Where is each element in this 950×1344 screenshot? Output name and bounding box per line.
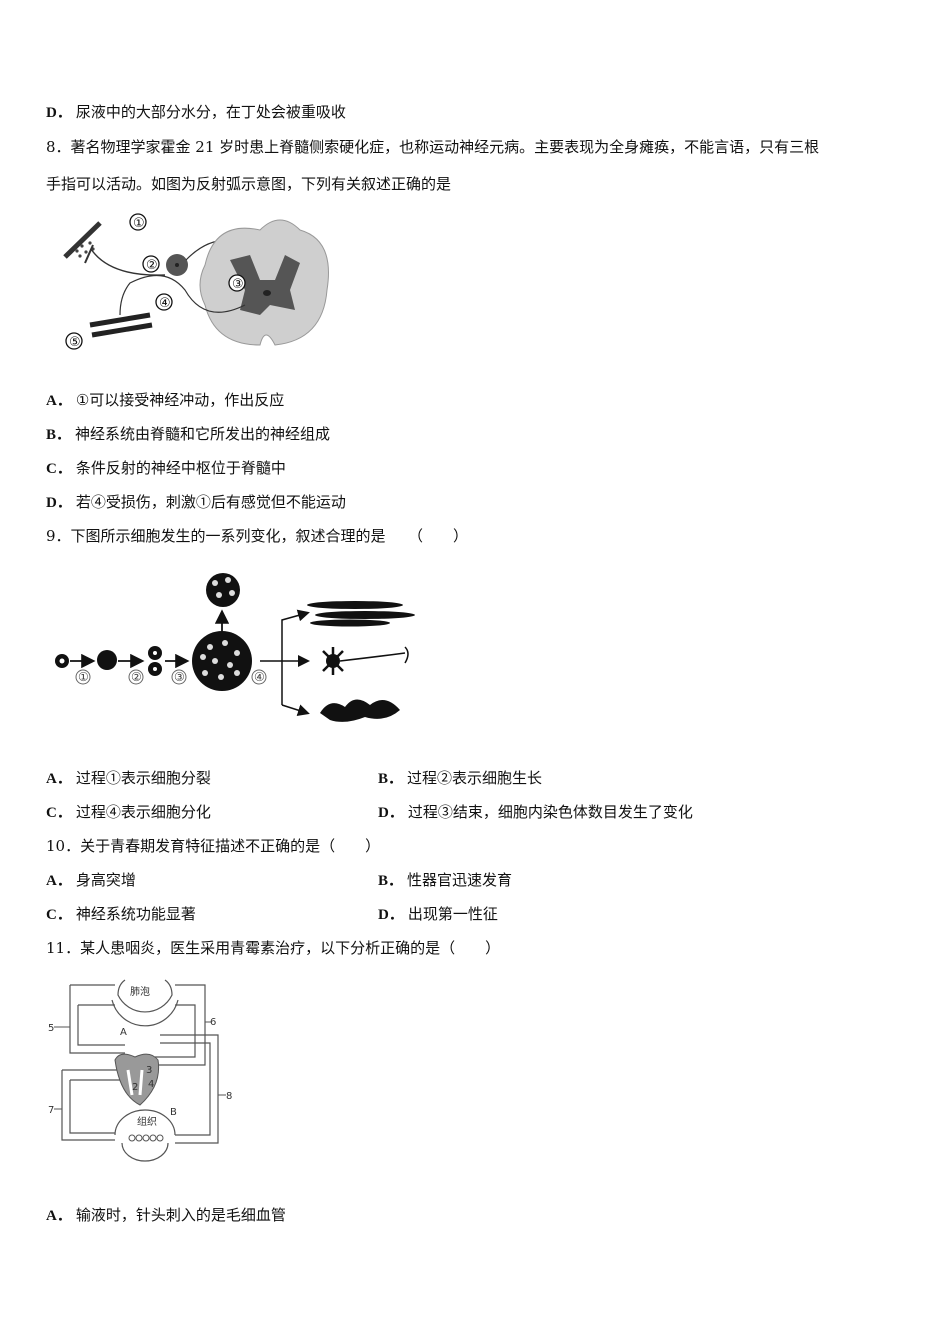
reflex-arc-figure: ① ② ③ ④ ⑤ <box>55 205 335 365</box>
label-B: B <box>170 1107 177 1118</box>
label-5: 5 <box>48 1023 54 1034</box>
q8-stem-line1: 8．著名物理学家霍金 21 岁时患上脊髓侧索硬化症，也称运动神经元病。主要表现为… <box>46 138 820 156</box>
label-7: 7 <box>48 1105 54 1116</box>
q10-option-b: B．性器官迅速发育 <box>378 871 513 889</box>
q9-option-a: A．过程①表示细胞分裂 <box>46 769 211 787</box>
q10-option-d: D．出现第一性征 <box>378 905 498 923</box>
q7-option-d: D．尿液中的大部分水分，在丁处会被重吸收 <box>46 103 346 121</box>
label-2: ② <box>131 670 142 684</box>
q8-stem-line2: 手指可以活动。如图为反射弧示意图，下列有关叙述正确的是 <box>46 175 452 193</box>
label-3: 3 <box>146 1065 152 1076</box>
label-2: 2 <box>132 1082 138 1093</box>
q9-stem: 9．下图所示细胞发生的一系列变化，叙述合理的是 （ ） <box>46 527 469 545</box>
cell-change-figure: ① ② ③ ④ <box>45 565 425 730</box>
label-4: 4 <box>148 1079 154 1090</box>
q10-option-a: A．身高突增 <box>46 871 136 889</box>
q8-option-d: D．若④受损伤，刺激①后有感觉但不能运动 <box>46 493 346 511</box>
q8-option-c: C．条件反射的神经中枢位于脊髓中 <box>46 459 286 477</box>
label-1: ① <box>78 670 89 684</box>
label-1: ① <box>133 216 145 231</box>
label-4: ④ <box>159 296 171 311</box>
label-4: ④ <box>254 670 265 684</box>
q10-stem: 10．关于青春期发育特征描述不正确的是（ ） <box>46 837 381 855</box>
q9-option-d: D．过程③结束，细胞内染色体数目发生了变化 <box>378 803 693 821</box>
label-5: ⑤ <box>69 335 81 350</box>
q10-option-c: C．神经系统功能显著 <box>46 905 196 923</box>
label-2: ② <box>146 258 158 273</box>
q11-stem: 11．某人患咽炎，医生采用青霉素治疗，以下分析正确的是（ ） <box>46 939 501 957</box>
alveolus-label: 肺泡 <box>130 985 150 998</box>
q9-option-b: B．过程②表示细胞生长 <box>378 769 543 787</box>
q11-option-a: A．输液时，针头刺入的是毛细血管 <box>46 1206 286 1224</box>
label-3: ③ <box>174 670 185 684</box>
label-A: A <box>120 1027 127 1038</box>
label-6: 6 <box>210 1017 216 1028</box>
q8-option-a: A．①可以接受神经冲动，作出反应 <box>46 391 285 409</box>
q8-option-b: B．神经系统由脊髓和它所发出的神经组成 <box>46 425 331 443</box>
q9-option-c: C．过程④表示细胞分化 <box>46 803 211 821</box>
tissue-label: 组织 <box>137 1115 157 1128</box>
label-8: 8 <box>226 1091 232 1102</box>
label-3: ③ <box>232 277 244 292</box>
blood-circulation-figure: 肺泡 组织 A B 2 3 4 5 6 7 8 <box>40 975 250 1175</box>
